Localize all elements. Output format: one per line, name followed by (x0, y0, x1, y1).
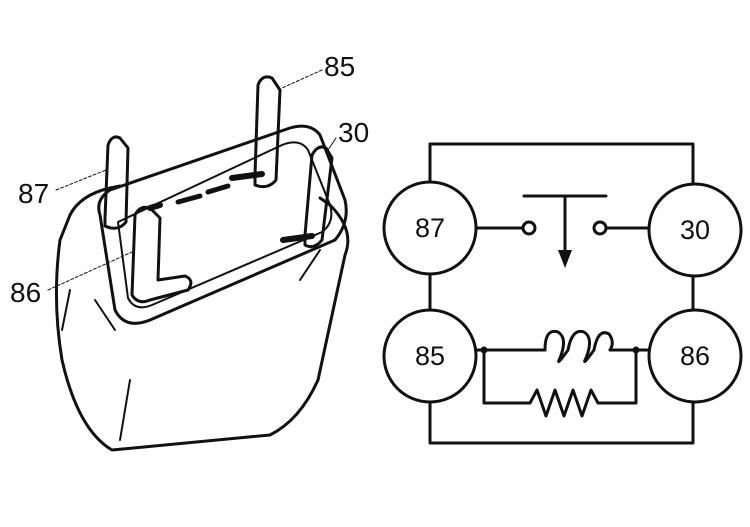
suppression-resistor (482, 348, 638, 418)
node-30: 30 (647, 182, 743, 278)
node-label-87: 87 (415, 213, 445, 243)
switch-contacts (473, 194, 652, 268)
node-label-85: 85 (415, 341, 445, 371)
pin-86-terminal (130, 205, 193, 304)
relay-schematic: 87 30 85 86 (382, 142, 743, 445)
pin-label-30: 30 (338, 117, 369, 148)
pin-label-87: 87 (18, 178, 49, 209)
relay-pin-labels: 85 30 87 86 (10, 51, 369, 308)
pin-87-terminal (103, 135, 130, 230)
node-86: 86 (647, 308, 743, 404)
node-label-86: 86 (680, 341, 710, 371)
relay-pins (103, 75, 334, 304)
relay-body (54, 124, 350, 452)
pin-30-terminal (303, 145, 334, 249)
pin-label-85: 85 (324, 51, 355, 82)
node-87: 87 (382, 180, 478, 276)
node-label-30: 30 (680, 215, 710, 245)
pin-85-terminal (253, 75, 282, 189)
coil-winding (473, 329, 652, 364)
pin-label-86: 86 (10, 277, 41, 308)
node-85: 85 (382, 308, 478, 404)
